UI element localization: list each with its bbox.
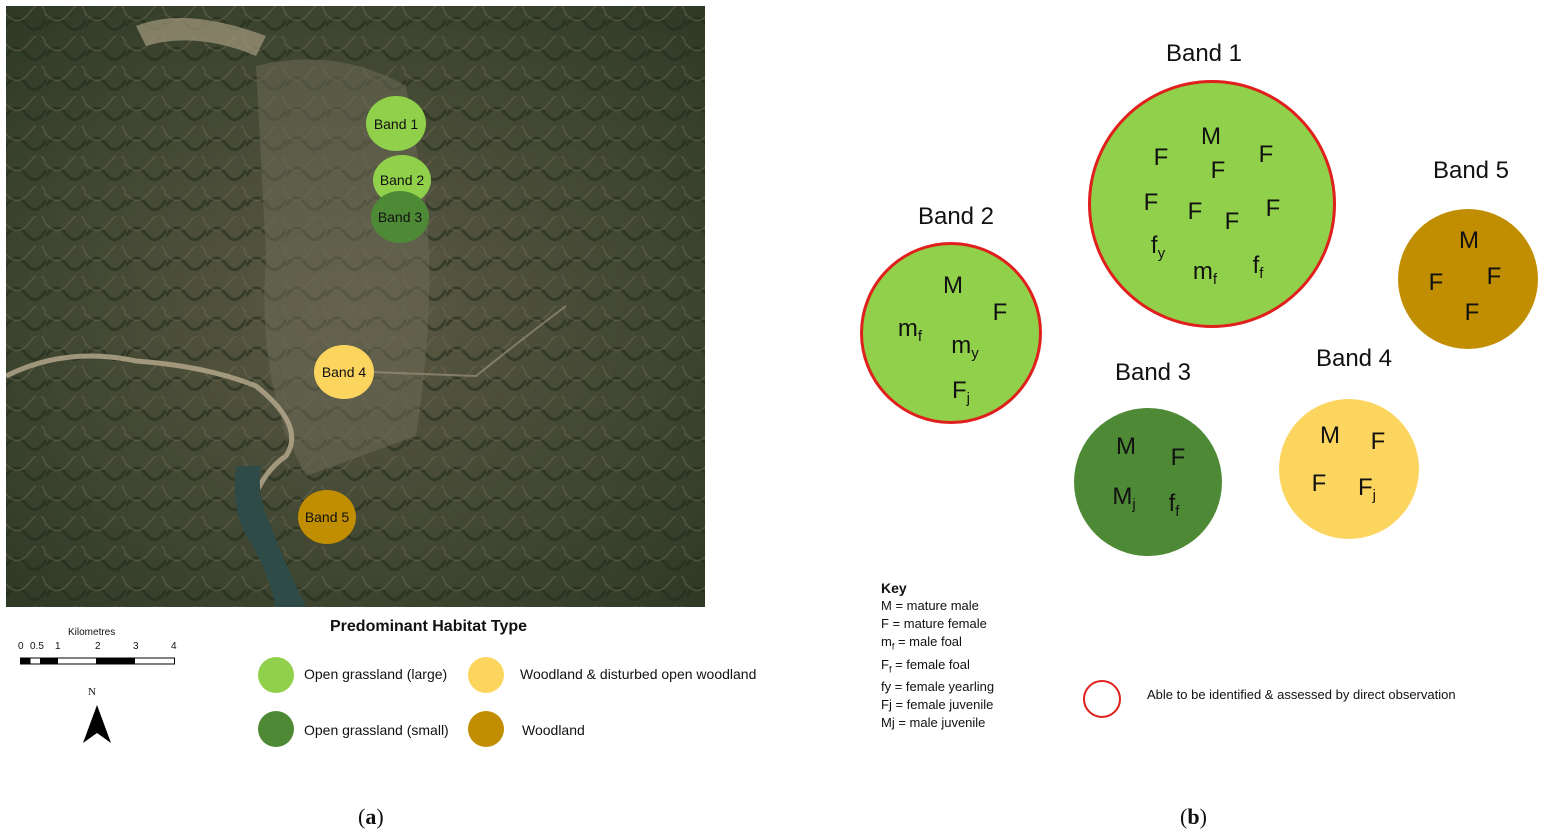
band-member-label: F bbox=[1486, 263, 1502, 290]
key-entry: Ff = female foal bbox=[881, 656, 970, 675]
north-arrow-icon bbox=[83, 705, 111, 743]
band-3-circle[interactable] bbox=[1074, 408, 1222, 556]
band-member-label: F bbox=[1370, 428, 1386, 455]
scale-tick: 3 bbox=[133, 641, 139, 652]
legend-swatch-open-grassland-large bbox=[258, 657, 294, 693]
band-member-label: ff bbox=[1252, 252, 1264, 282]
band-member-label: mf bbox=[897, 315, 923, 345]
map-marker-label: Band 3 bbox=[377, 209, 423, 225]
key-lines: M = mature male F = mature female mf = mal… bbox=[881, 597, 994, 732]
band-4-circle[interactable] bbox=[1279, 399, 1419, 539]
panel-letter: a bbox=[365, 804, 377, 829]
band-member-label: fy bbox=[1150, 232, 1166, 262]
scale-tick-labels: 0 0.5 1 2 3 4 bbox=[18, 641, 180, 653]
band-member-label: M bbox=[1320, 422, 1340, 449]
north-label: N bbox=[88, 686, 96, 698]
legend-swatch-woodland-disturbed bbox=[468, 657, 504, 693]
map-marker-label: Band 5 bbox=[304, 509, 350, 525]
band-member-label: M bbox=[1201, 123, 1221, 150]
satellite-map bbox=[6, 6, 705, 607]
legend-label: Woodland & disturbed open woodland bbox=[520, 666, 757, 682]
key-entry: F = mature female bbox=[881, 616, 987, 631]
observation-outline-swatch bbox=[1083, 680, 1121, 718]
legend-label: Open grassland (small) bbox=[304, 722, 449, 738]
scale-tick: 2 bbox=[95, 641, 101, 652]
panel-label-a: (a) bbox=[358, 804, 384, 830]
key-entry: fy = female yearling bbox=[881, 679, 995, 695]
band-member-label: F bbox=[1210, 157, 1226, 184]
panel-label-b: (b) bbox=[1180, 804, 1207, 830]
scale-title: Kilometres bbox=[68, 627, 116, 638]
band-member-label: F bbox=[1258, 141, 1274, 168]
band-member-label: F bbox=[1143, 189, 1159, 216]
band-member-label: F bbox=[1224, 208, 1240, 235]
band-member-label: F bbox=[1170, 444, 1186, 471]
map-marker-label: Band 1 bbox=[373, 115, 419, 132]
paren: ( bbox=[358, 804, 366, 829]
band-member-label: Fj bbox=[951, 377, 971, 407]
key-entry: mf = male foal bbox=[881, 634, 962, 652]
band-member-label: ff bbox=[1168, 490, 1180, 520]
band-member-label: F bbox=[1311, 470, 1327, 497]
map-marker-band-1[interactable]: Band 1 bbox=[366, 96, 426, 151]
legend-swatch-open-grassland-small bbox=[258, 711, 294, 747]
band-4-title: Band 4 bbox=[1315, 345, 1393, 372]
legend-label: Open grassland (large) bbox=[304, 666, 448, 682]
band-member-label: F bbox=[1464, 299, 1480, 326]
panel-letter: b bbox=[1187, 804, 1200, 829]
band-member-label: F bbox=[1265, 195, 1281, 222]
paren: ) bbox=[376, 804, 384, 829]
band-2-title: Band 2 bbox=[917, 203, 995, 230]
key-entry: M = mature male bbox=[881, 598, 979, 613]
band-3-title: Band 3 bbox=[1114, 359, 1192, 386]
scale-tick: 1 bbox=[55, 641, 61, 652]
habitat-legend-title: Predominant Habitat Type bbox=[330, 618, 528, 635]
map-marker-label: Band 2 bbox=[379, 172, 425, 188]
scale-tick: 0.5 bbox=[30, 641, 44, 652]
band-2-circle[interactable] bbox=[860, 242, 1042, 424]
band-5-title: Band 5 bbox=[1432, 157, 1510, 184]
paren: ( bbox=[1180, 804, 1188, 829]
band-member-label: F bbox=[992, 299, 1008, 326]
band-member-label: Mj bbox=[1112, 483, 1136, 513]
key-entry: Mj = male juvenile bbox=[881, 715, 986, 731]
band-member-label: M bbox=[943, 272, 963, 299]
band-member-label: Fj bbox=[1357, 474, 1377, 504]
scale-tick: 0 bbox=[18, 641, 24, 652]
band-member-label: mf bbox=[1192, 258, 1218, 288]
band-member-label: F bbox=[1428, 269, 1444, 296]
legend-swatch-woodland bbox=[468, 711, 504, 747]
scale-bar: Kilometres 0 0.5 1 2 3 4 bbox=[18, 627, 180, 672]
legend-label: Woodland bbox=[522, 722, 585, 738]
band-1-title: Band 1 bbox=[1165, 40, 1243, 67]
band-1-circle[interactable] bbox=[1088, 80, 1336, 328]
key-title: Key bbox=[881, 580, 907, 596]
scale-tick: 4 bbox=[171, 641, 177, 652]
map-marker-band-3[interactable]: Band 3 bbox=[371, 191, 429, 243]
band-5-circle[interactable] bbox=[1398, 209, 1538, 349]
band-member-label: F bbox=[1153, 144, 1169, 171]
band-member-label: M bbox=[1459, 227, 1479, 254]
band-member-label: my bbox=[951, 332, 979, 362]
map-marker-label: Band 4 bbox=[321, 364, 367, 380]
terrain-image bbox=[6, 6, 705, 607]
key-entry: Fj = female juvenile bbox=[881, 697, 994, 713]
paren: ) bbox=[1199, 804, 1207, 829]
band-member-label: M bbox=[1116, 433, 1136, 460]
observation-legend-label: Able to be identified & assessed by dire… bbox=[1147, 687, 1456, 702]
scale-segments bbox=[20, 657, 175, 665]
map-marker-band-5[interactable]: Band 5 bbox=[298, 490, 356, 544]
map-marker-band-4[interactable]: Band 4 bbox=[314, 345, 374, 399]
key-box: Key M = mature male F = mature female mf =… bbox=[881, 579, 994, 732]
band-member-label: F bbox=[1187, 198, 1203, 225]
